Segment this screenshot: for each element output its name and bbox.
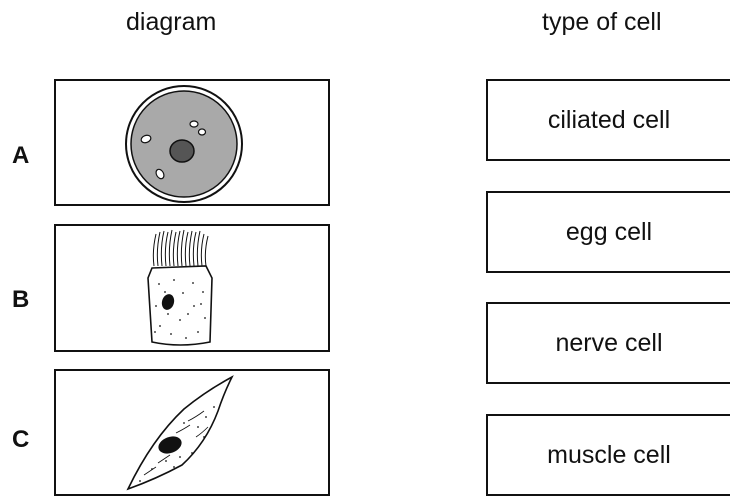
cell-type-nerve-box[interactable]: nerve cell [486,302,730,384]
row-label-a: A [12,142,29,170]
diagram-heading: diagram [126,8,216,37]
diagram-panel-b[interactable] [54,224,330,352]
row-label-c: C [12,426,29,454]
diagram-panel-c[interactable] [54,369,330,496]
cell-type-label: egg cell [566,218,652,247]
cell-type-label: nerve cell [556,329,663,358]
egg-cell-illustration [56,81,328,204]
row-label-b: B [12,286,29,314]
cell-type-label: ciliated cell [548,106,670,135]
muscle-cell-illustration [56,371,328,494]
ciliated-cell-illustration [56,226,328,350]
diagram-panel-a[interactable] [54,79,330,206]
cell-type-egg-box[interactable]: egg cell [486,191,730,273]
cell-type-ciliated-box[interactable]: ciliated cell [486,79,730,161]
cell-type-muscle-box[interactable]: muscle cell [486,414,730,496]
cell-type-label: muscle cell [547,441,671,470]
type-of-cell-heading: type of cell [542,8,662,37]
